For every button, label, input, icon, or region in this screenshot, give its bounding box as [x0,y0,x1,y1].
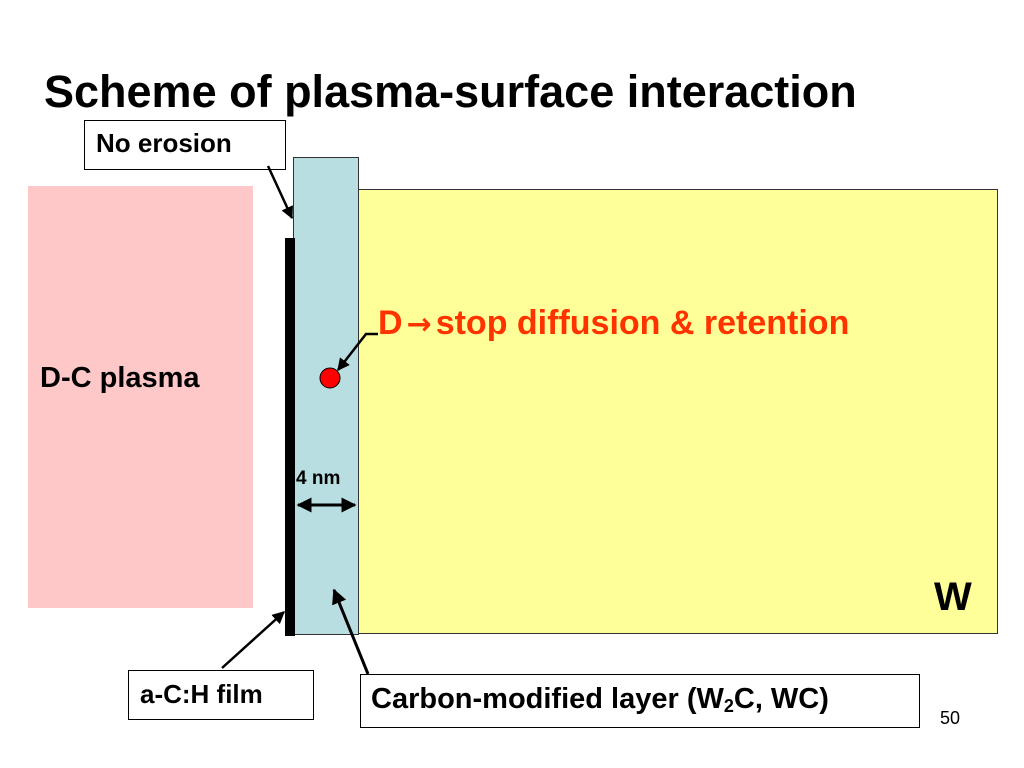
no-erosion-arrow [266,165,294,220]
plasma-label: D-C plasma [40,362,200,394]
deuterium-text: stop diffusion & retention [435,304,850,342]
carbon-layer-prefix: Carbon-modified layer (W [371,683,724,715]
deuterium-symbol: D [378,304,403,342]
plasma-region [28,186,253,608]
carbon-modified-layer-region [293,157,359,635]
deuterium-particle [319,367,341,389]
film-arrow [221,611,285,669]
carbon-layer-suffix: C, WC) [733,683,829,715]
film-callout: a-C:H film [128,670,314,720]
carbon-layer-subscript: 2 [723,696,734,716]
deuterium-annotation: D→stop diffusion & retention [378,304,849,343]
tungsten-bulk-region [356,189,998,634]
tungsten-label: W [934,575,972,619]
thickness-label: 4 nm [296,468,341,489]
carbon-layer-arrow [332,588,370,675]
ach-film-strip [285,238,295,636]
page-number: 50 [940,708,961,728]
slide-title: Scheme of plasma-surface interaction [44,66,857,117]
carbon-layer-callout: Carbon-modified layer (W2C, WC) [360,674,920,728]
no-erosion-callout: No erosion [84,120,286,170]
right-arrow-icon: → [406,307,432,342]
deuterium-arrow [337,332,378,371]
